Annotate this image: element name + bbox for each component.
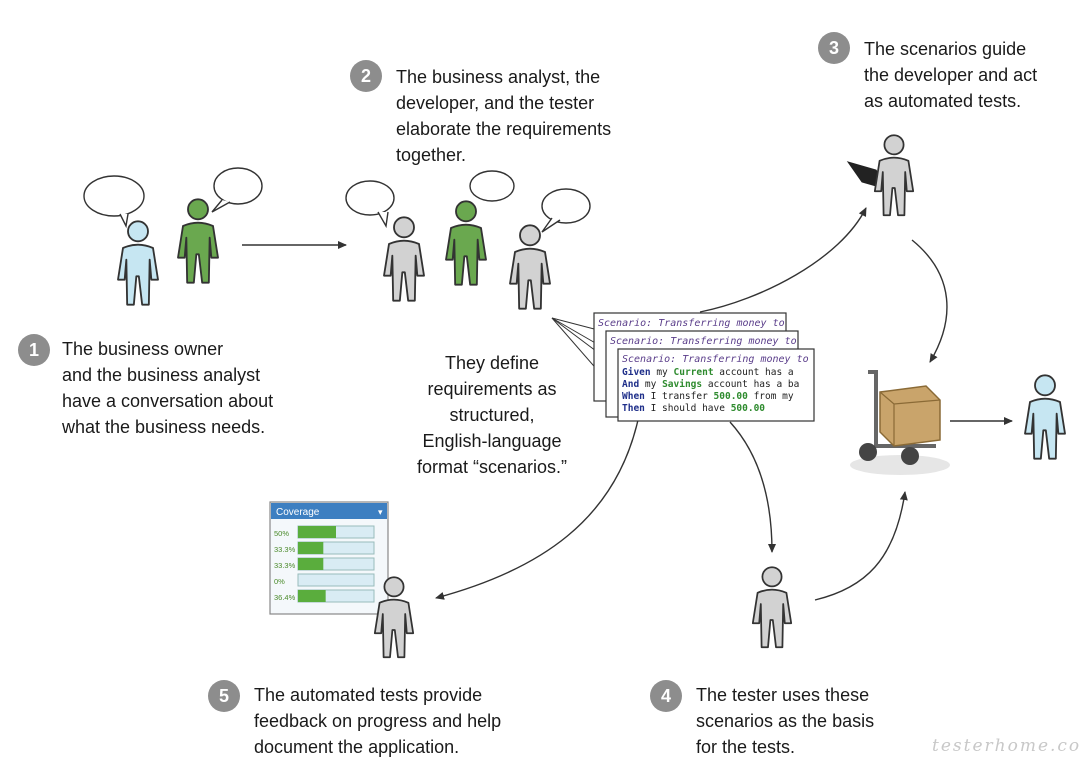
coverage-rows: 50% 33.3% 33.3% 0% 36.4%	[274, 525, 375, 603]
step-3-badge: 3	[818, 32, 850, 64]
conversation-group	[83, 167, 263, 306]
coverage-bar-fill	[298, 590, 326, 602]
scenario-card-middle-title: Scenario: Transferring money to	[610, 336, 797, 347]
coverage-header-bar	[271, 503, 387, 519]
business-analyst-icon	[444, 200, 488, 286]
coverage-row-label: 33.3%	[274, 545, 296, 554]
step-2-badge: 2	[350, 60, 382, 92]
tester-icon	[508, 224, 552, 310]
scenario-card-title: Scenario: Transferring money to	[622, 354, 809, 365]
coverage-row-label: 36.4%	[274, 593, 296, 602]
coverage-row-label: 33.3%	[274, 561, 296, 570]
coverage-header-label: Coverage	[276, 507, 320, 518]
scenario-card-back-title: Scenario: Transferring money to	[598, 318, 785, 329]
scenario-step-line: And my Savings account has a ba	[622, 379, 799, 390]
speech-bubble-icon	[213, 167, 263, 205]
svg-text:▾: ▾	[378, 507, 383, 517]
coverage-bar-fill	[298, 526, 336, 538]
step-4-badge: 4	[650, 680, 682, 712]
elaboration-group	[345, 170, 591, 310]
box-icon	[879, 385, 941, 447]
speech-bubble-icon	[345, 180, 395, 216]
step-1-badge: 1	[18, 334, 50, 366]
coverage-report: Coverage ▾ 50% 33.3% 33.3% 0% 36.4%	[269, 501, 389, 615]
speech-bubble-icon	[541, 188, 591, 224]
speech-bubble-icon	[469, 170, 515, 202]
scenario-step-line: When I transfer 500.00 from my	[622, 391, 794, 402]
coverage-row-label: 0%	[274, 577, 285, 586]
arrow-scenarios-to-feedback	[435, 419, 639, 600]
hand-truck-icon	[850, 370, 950, 475]
arrow-developer-to-delivery	[911, 239, 948, 363]
coverage-bar-track	[297, 573, 375, 587]
scenario-card-front	[617, 348, 815, 422]
arrow-scenarios-to-developer	[699, 207, 867, 313]
coverage-bar-fill	[298, 558, 324, 570]
developer-icon	[382, 216, 426, 302]
business-owner-icon	[116, 220, 160, 306]
arrow-scenarios-to-tester	[729, 421, 776, 553]
scenario-cards: Scenario: Transferring money to Scenario…	[593, 312, 815, 422]
developer-group	[846, 134, 915, 217]
step-5-badge: 5	[208, 680, 240, 712]
coverage-bar-fill	[298, 542, 324, 554]
watermark: testerhome.com	[932, 736, 1080, 756]
scenario-step-line: Then I should have 500.00	[622, 403, 765, 414]
speech-bubble-icon	[83, 175, 145, 217]
developer-icon	[873, 134, 915, 217]
scenario-step-line: Given my Current account has a	[622, 367, 794, 378]
coverage-row-label: 50%	[274, 529, 289, 538]
flow-arrows	[242, 207, 1013, 601]
arrow-tester-to-delivery	[814, 491, 908, 601]
tester-icon	[751, 566, 793, 649]
business-owner-icon	[1024, 374, 1066, 460]
